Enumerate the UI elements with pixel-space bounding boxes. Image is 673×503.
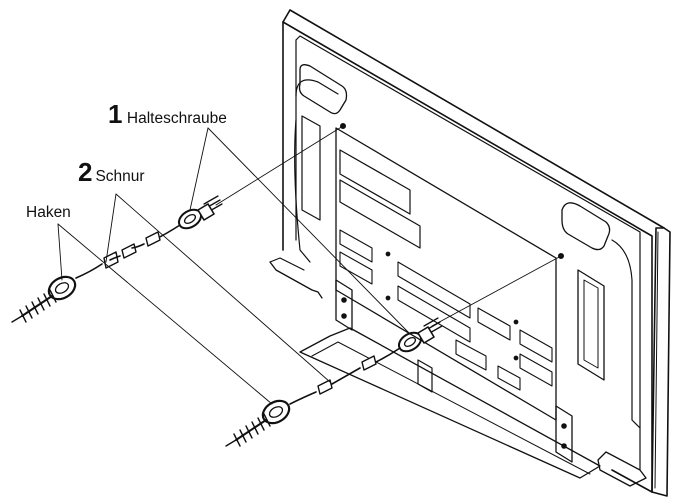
label-item1-text: Halteschraube (126, 110, 227, 127)
lower-cord-guide (423, 255, 562, 335)
fixing-screw-upper (177, 203, 215, 230)
label-item1: 1 Halteschraube (108, 101, 227, 127)
hook-upper (11, 275, 77, 323)
upper-cord-assembly (203, 125, 344, 213)
cord-upper (75, 224, 181, 279)
leader-lines (57, 127, 411, 405)
label-item2-text: Schnur (95, 168, 145, 185)
cord-lower (289, 347, 401, 405)
tv-stand (269, 257, 647, 487)
rear-mounting-panel (335, 123, 564, 421)
fixing-screw-lower (397, 326, 435, 353)
label-item1-number: 1 (108, 99, 123, 129)
hook-lower (225, 399, 291, 447)
label-item2-number: 2 (78, 157, 93, 187)
label-hook: Haken (26, 204, 71, 221)
television-rear-body (282, 9, 671, 497)
